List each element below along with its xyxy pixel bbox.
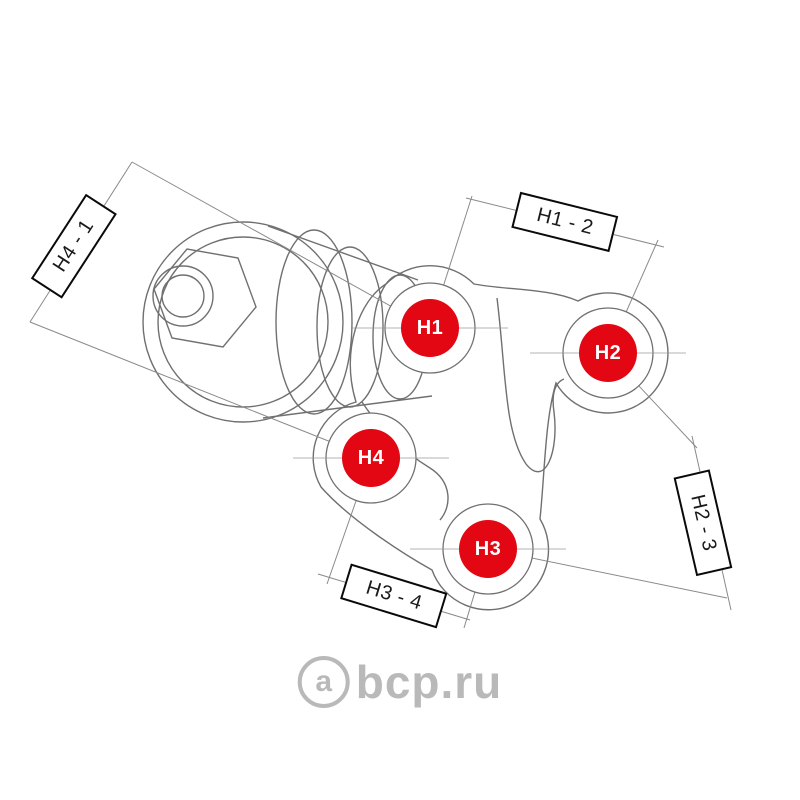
watermark-logo: a bcp.ru — [297, 656, 503, 708]
marker-h3: H3 — [459, 520, 517, 578]
watermark-first-letter: a — [315, 665, 333, 698]
watermark-text: bcp.ru — [355, 656, 503, 708]
dimension-label-h1-2-text: H1 - 2 — [534, 203, 596, 240]
marker-h1-label: H1 — [416, 316, 444, 339]
part-body-lines — [142, 221, 669, 611]
marker-h4: H4 — [342, 429, 400, 487]
dimension-label-h2-3-text: H2 - 3 — [686, 492, 721, 554]
marker-h1: H1 — [401, 299, 459, 357]
marker-h2-label: H2 — [594, 341, 622, 364]
marker-h3-label: H3 — [474, 537, 502, 560]
marker-h4-label: H4 — [357, 446, 385, 469]
watermark-circled-a-icon: a — [297, 656, 350, 708]
marker-h2: H2 — [579, 324, 637, 382]
